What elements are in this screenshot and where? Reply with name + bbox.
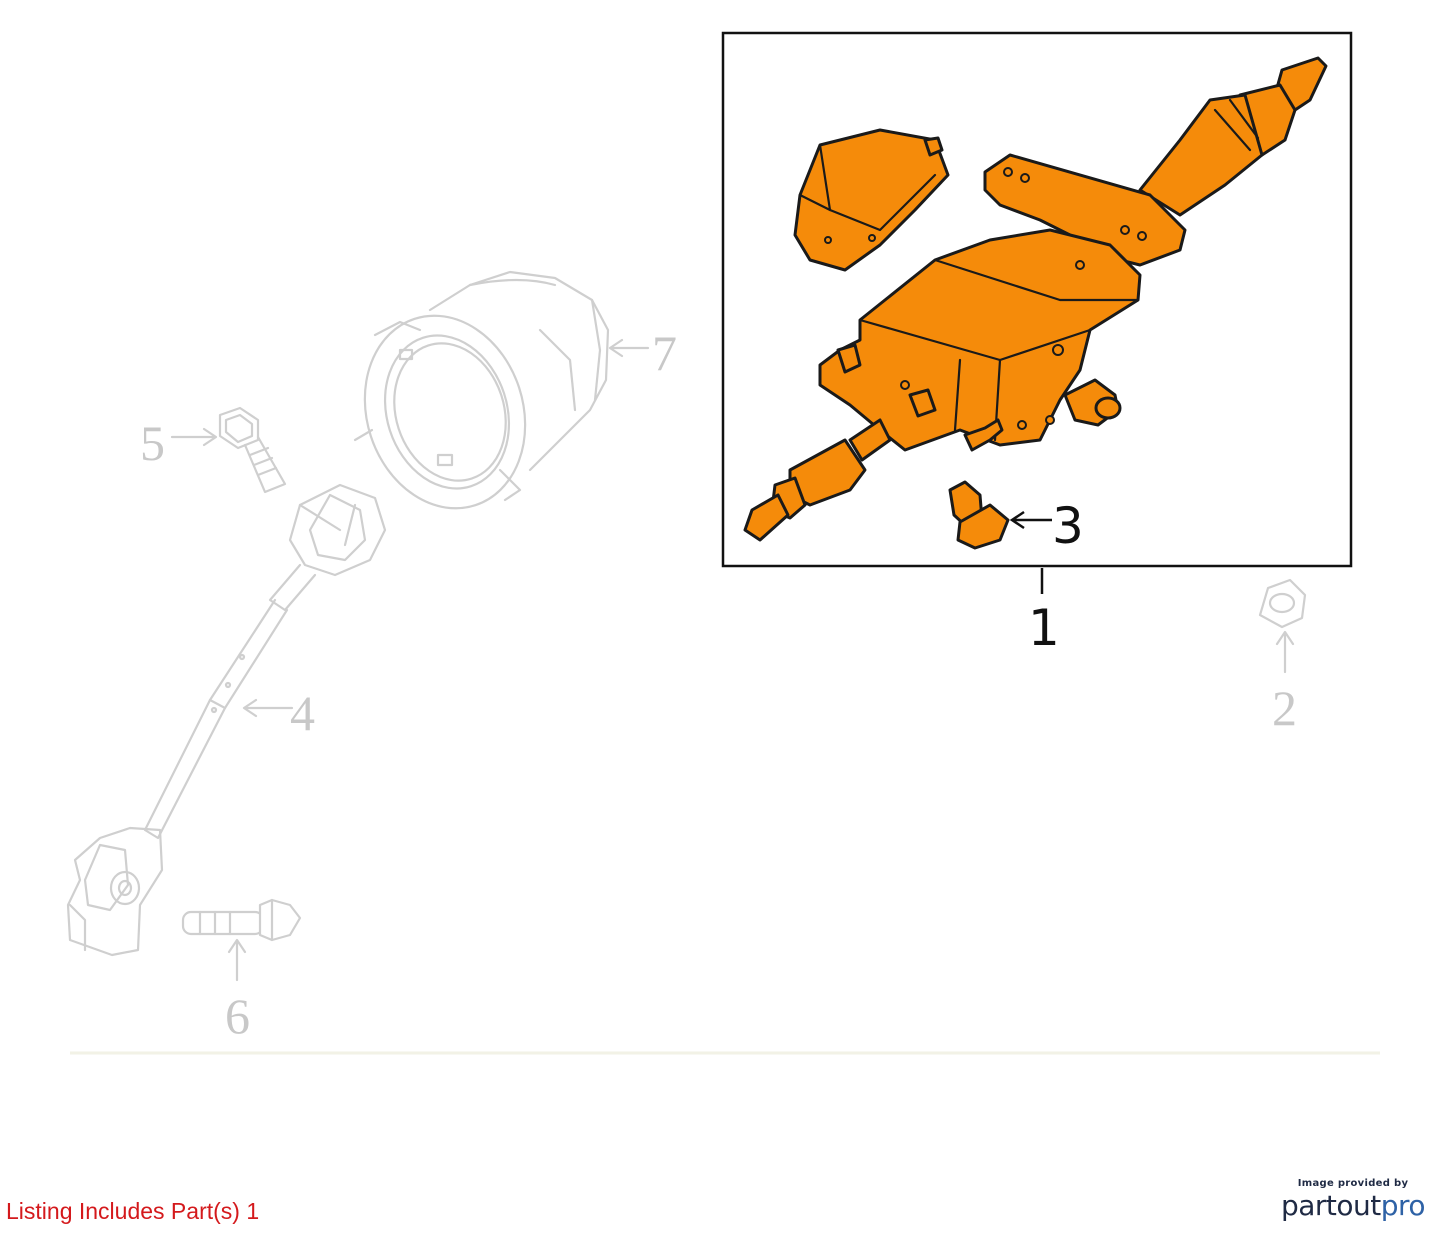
callout-3: 3 — [1052, 497, 1084, 555]
part-4-shaft — [66, 483, 387, 957]
arrow-5 — [170, 427, 218, 447]
arrow-2 — [1275, 630, 1295, 674]
partoutpro-logo: partoutpro — [1278, 1189, 1428, 1223]
arrow-4 — [242, 698, 294, 718]
part-3-screw — [948, 480, 1010, 550]
image-credit: Image provided by partoutpro — [1278, 1178, 1428, 1223]
callout-1: 1 — [1028, 599, 1060, 657]
listing-note: Listing Includes Part(s) 1 — [6, 1198, 260, 1224]
credit-prefix: Image provided by — [1297, 1178, 1409, 1189]
brand-part2: pro — [1380, 1189, 1426, 1222]
brand-part1: partout — [1280, 1189, 1381, 1222]
callout-5: 5 — [140, 415, 165, 471]
part-1-steering-column — [743, 56, 1328, 542]
callout-2: 2 — [1272, 680, 1297, 736]
part-1-frame — [721, 31, 1353, 568]
part-6-bolt — [181, 898, 302, 942]
callout-4: 4 — [290, 685, 315, 741]
part-2-nut — [1258, 578, 1307, 629]
callout-7: 7 — [652, 325, 677, 381]
part-5-bolt — [218, 406, 287, 494]
part-7-housing — [353, 270, 610, 510]
arrow-3 — [1009, 510, 1052, 530]
part-1-lock-module — [793, 128, 950, 272]
arrow-7 — [608, 338, 650, 358]
callout-6: 6 — [225, 988, 250, 1044]
arrow-6 — [227, 938, 247, 982]
